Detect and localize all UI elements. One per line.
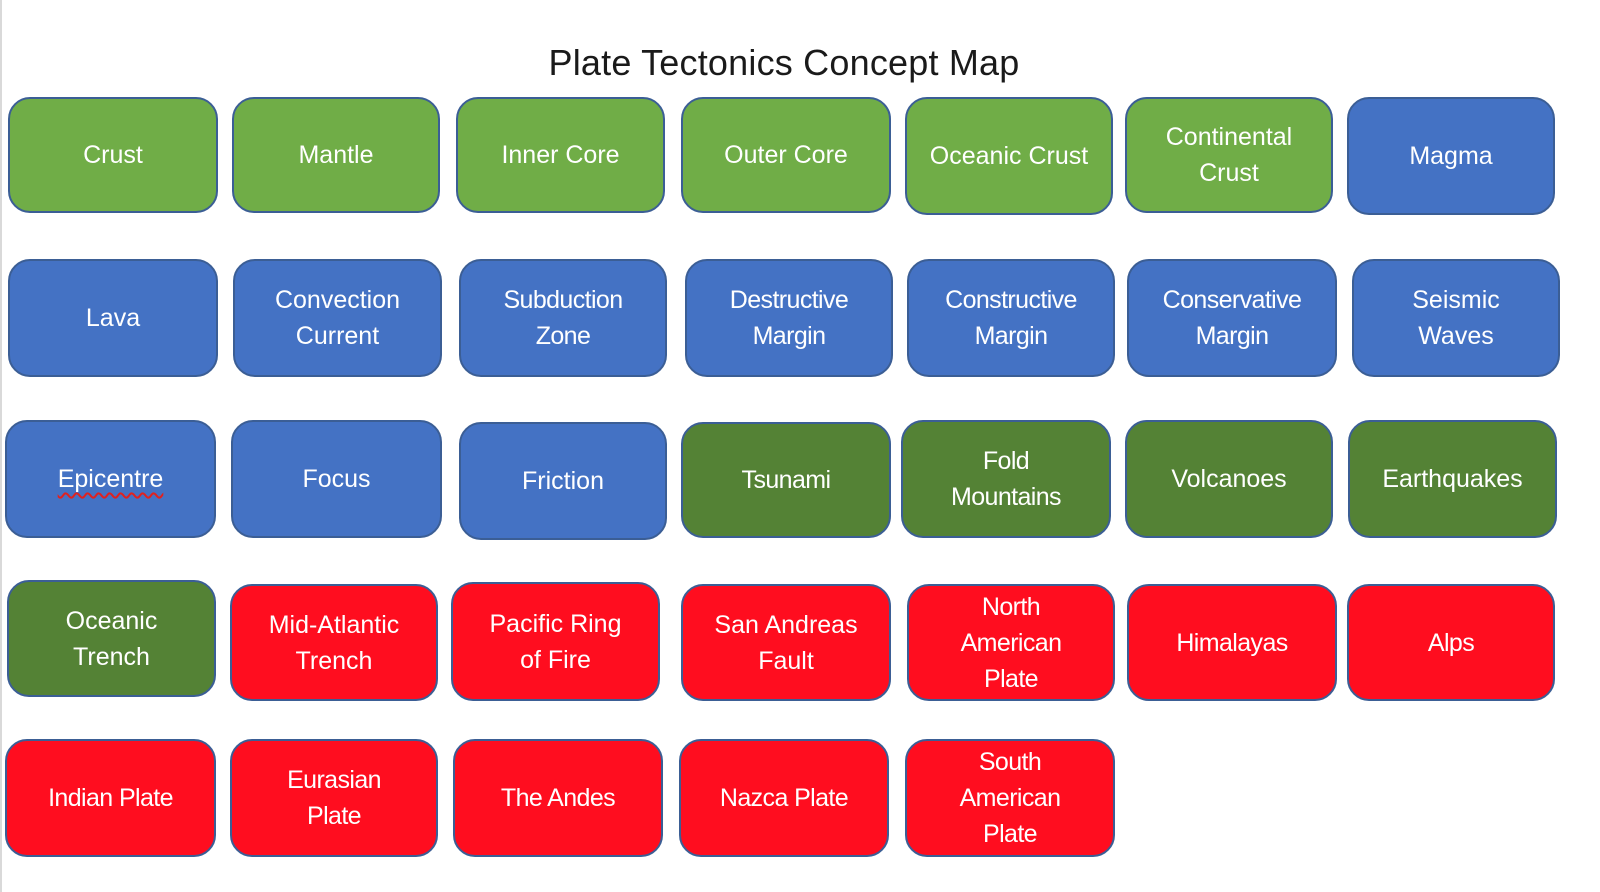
concept-node-earthquakes[interactable]: Earthquakes (1348, 420, 1557, 538)
concept-node-destructive-margin[interactable]: Destructive Margin (685, 259, 893, 377)
concept-node-constructive-margin[interactable]: Constructive Margin (907, 259, 1115, 377)
node-label: Oceanic Trench (65, 606, 158, 671)
concept-node-inner-core[interactable]: Inner Core (456, 97, 665, 213)
node-label: North American Plate (960, 592, 1062, 693)
node-label: Continental Crust (1165, 123, 1293, 187)
concept-node-north-american-plate[interactable]: North American Plate (907, 584, 1115, 701)
node-label: Fold Mountains (951, 447, 1062, 511)
node-label: Epicentre (57, 465, 164, 493)
concept-node-tsunami[interactable]: Tsunami (681, 422, 891, 538)
node-label: Earthquakes (1382, 465, 1523, 493)
node-label: San Andreas Fault (714, 610, 858, 675)
concept-node-nazca-plate[interactable]: Nazca Plate (679, 739, 889, 857)
node-label: The Andes (500, 784, 616, 812)
concept-node-oceanic-crust[interactable]: Oceanic Crust (905, 97, 1113, 215)
concept-node-oceanic-trench[interactable]: Oceanic Trench (7, 580, 216, 697)
concept-node-eurasian-plate[interactable]: Eurasian Plate (230, 739, 438, 857)
node-label: Outer Core (724, 141, 848, 169)
node-label: South American Plate (959, 748, 1061, 848)
node-label: Inner Core (501, 141, 620, 169)
concept-node-magma[interactable]: Magma (1347, 97, 1555, 215)
concept-node-pacific-ring-of-fire[interactable]: Pacific Ring of Fire (451, 582, 660, 701)
node-label: Tsunami (741, 466, 832, 494)
concept-node-lava[interactable]: Lava (8, 259, 218, 377)
concept-node-crust[interactable]: Crust (8, 97, 218, 213)
concept-node-conservative-margin[interactable]: Conservative Margin (1127, 259, 1337, 377)
node-label: Nazca Plate (719, 784, 849, 812)
node-label: Magma (1409, 142, 1493, 170)
concept-node-outer-core[interactable]: Outer Core (681, 97, 891, 213)
concept-node-himalayas[interactable]: Himalayas (1127, 584, 1337, 701)
concept-node-fold-mountains[interactable]: Fold Mountains (901, 420, 1111, 538)
node-label: Convection Current (274, 286, 401, 350)
node-label: Conservative Margin (1162, 286, 1302, 350)
node-label: Seismic Waves (1412, 286, 1500, 350)
node-label: Himalayas (1176, 628, 1288, 657)
concept-node-continental-crust[interactable]: Continental Crust (1125, 97, 1333, 213)
concept-node-san-andreas-fault[interactable]: San Andreas Fault (681, 584, 891, 701)
node-label: Indian Plate (48, 784, 173, 812)
concept-node-seismic-waves[interactable]: Seismic Waves (1352, 259, 1560, 377)
concept-node-epicentre[interactable]: Epicentre (5, 420, 216, 538)
concept-node-volcanoes[interactable]: Volcanoes (1125, 420, 1333, 538)
node-label: Pacific Ring of Fire (489, 609, 622, 674)
node-label: Destructive Margin (729, 286, 849, 350)
page-title: Plate Tectonics Concept Map (548, 42, 1020, 84)
node-label: Volcanoes (1171, 465, 1287, 493)
concept-node-south-american-plate[interactable]: South American Plate (905, 739, 1115, 857)
concept-node-alps[interactable]: Alps (1347, 584, 1555, 701)
concept-node-friction[interactable]: Friction (459, 422, 667, 540)
node-label: Constructive Margin (945, 286, 1077, 350)
concept-node-convection-current[interactable]: Convection Current (233, 259, 442, 377)
concept-node-focus[interactable]: Focus (231, 420, 442, 538)
node-label: Friction (522, 467, 604, 495)
node-label: Mid-Atlantic Trench (268, 610, 400, 675)
slide-left-edge (0, 0, 2, 892)
concept-node-mantle[interactable]: Mantle (232, 97, 440, 213)
node-label: Mantle (298, 141, 374, 169)
node-label: Crust (83, 141, 143, 169)
concept-node-indian-plate[interactable]: Indian Plate (5, 739, 216, 857)
concept-node-mid-atlantic-trench[interactable]: Mid-Atlantic Trench (230, 584, 438, 701)
concept-node-the-andes[interactable]: The Andes (453, 739, 663, 857)
node-label: Focus (302, 465, 371, 493)
node-label: Lava (85, 304, 141, 332)
node-label: Subduction Zone (503, 286, 623, 350)
node-label: Oceanic Crust (929, 142, 1089, 170)
concept-node-subduction-zone[interactable]: Subduction Zone (459, 259, 667, 377)
node-label: Eurasian Plate (287, 766, 381, 830)
node-label: Alps (1427, 628, 1475, 657)
